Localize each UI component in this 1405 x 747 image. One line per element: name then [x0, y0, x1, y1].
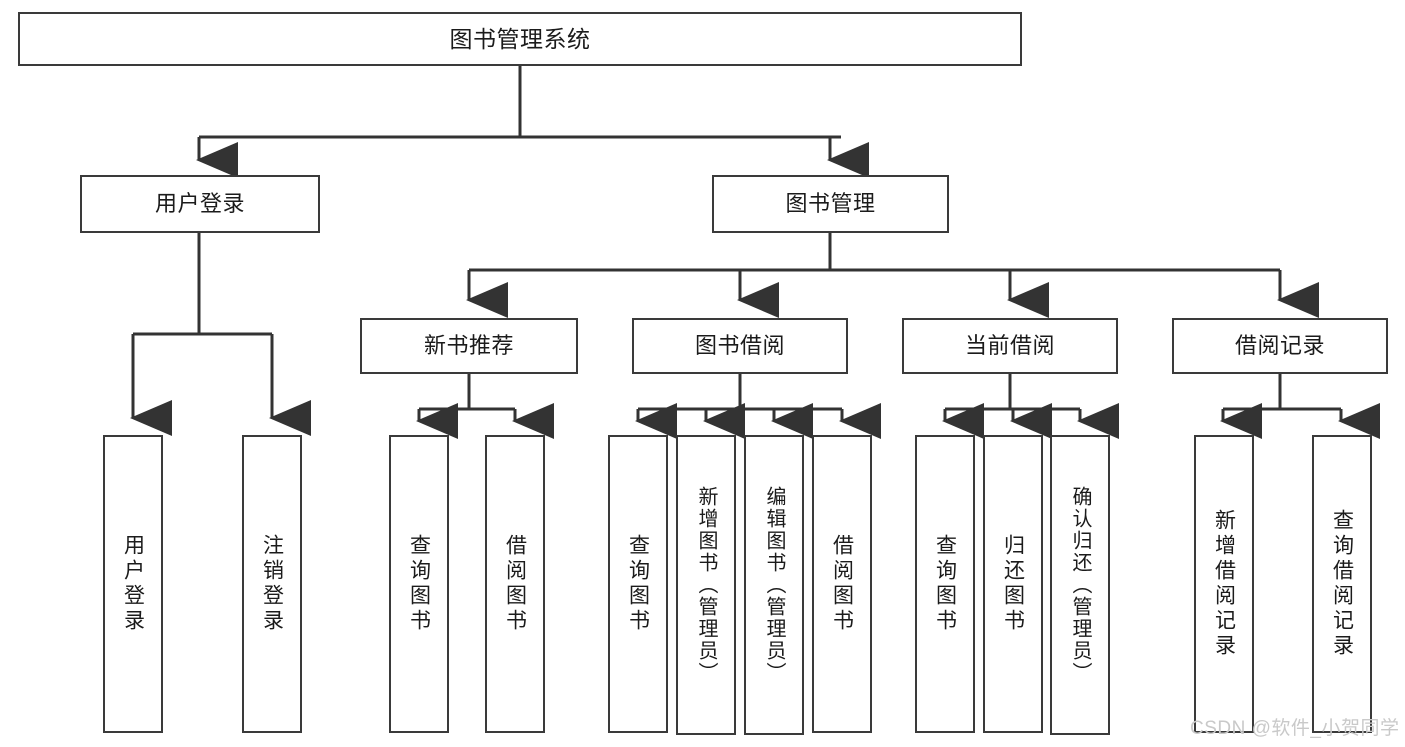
leaf-query-book-borrow[interactable]: 查询图书 [608, 435, 668, 733]
node-current-borrow[interactable]: 当前借阅 [902, 318, 1118, 374]
node-label: 查询图书 [407, 534, 431, 634]
node-label: 查询借阅记录 [1330, 509, 1354, 659]
leaf-add-book-admin[interactable]: 新增图书（管理员） [676, 435, 736, 735]
leaf-edit-book-admin[interactable]: 编辑图书（管理员） [744, 435, 804, 735]
leaf-borrow-book[interactable]: 借阅图书 [812, 435, 872, 733]
node-label: 图书借阅 [694, 333, 785, 359]
leaf-query-borrow-record[interactable]: 查询借阅记录 [1312, 435, 1372, 733]
node-root-book-management-system[interactable]: 图书管理系统 [18, 12, 1022, 66]
node-label: 查询图书 [933, 534, 957, 634]
node-label: 当前借阅 [964, 333, 1055, 359]
node-label: 编辑图书（管理员） [763, 486, 785, 684]
leaf-confirm-return-admin[interactable]: 确认归还（管理员） [1050, 435, 1110, 735]
node-book-management[interactable]: 图书管理 [712, 175, 949, 233]
node-label: 图书管理系统 [449, 25, 591, 52]
leaf-add-borrow-record[interactable]: 新增借阅记录 [1194, 435, 1254, 733]
node-label: 用户登录 [154, 191, 245, 217]
node-new-book-recommend[interactable]: 新书推荐 [360, 318, 578, 374]
leaf-borrow-book-recommend[interactable]: 借阅图书 [485, 435, 545, 733]
node-borrow-record[interactable]: 借阅记录 [1172, 318, 1388, 374]
leaf-query-book-recommend[interactable]: 查询图书 [389, 435, 449, 733]
node-label: 借阅图书 [503, 534, 527, 634]
node-label: 确认归还（管理员） [1069, 486, 1091, 684]
leaf-return-book[interactable]: 归还图书 [983, 435, 1043, 733]
node-book-borrow[interactable]: 图书借阅 [632, 318, 848, 374]
leaf-user-login[interactable]: 用户登录 [103, 435, 163, 733]
node-label: 注销登录 [260, 534, 284, 634]
node-label: 借阅记录 [1234, 333, 1325, 359]
leaf-logout[interactable]: 注销登录 [242, 435, 302, 733]
node-label: 新增借阅记录 [1212, 509, 1236, 659]
node-label: 新增图书（管理员） [695, 486, 717, 684]
node-label: 用户登录 [121, 534, 145, 634]
node-label: 图书管理 [785, 191, 876, 217]
watermark-text: CSDN @软件_小贺同学 [1190, 718, 1400, 739]
node-label: 查询图书 [626, 534, 650, 634]
node-user-login[interactable]: 用户登录 [80, 175, 320, 233]
node-label: 借阅图书 [830, 534, 854, 634]
leaf-query-book-current[interactable]: 查询图书 [915, 435, 975, 733]
node-label: 归还图书 [1001, 534, 1025, 634]
node-label: 新书推荐 [423, 333, 514, 359]
